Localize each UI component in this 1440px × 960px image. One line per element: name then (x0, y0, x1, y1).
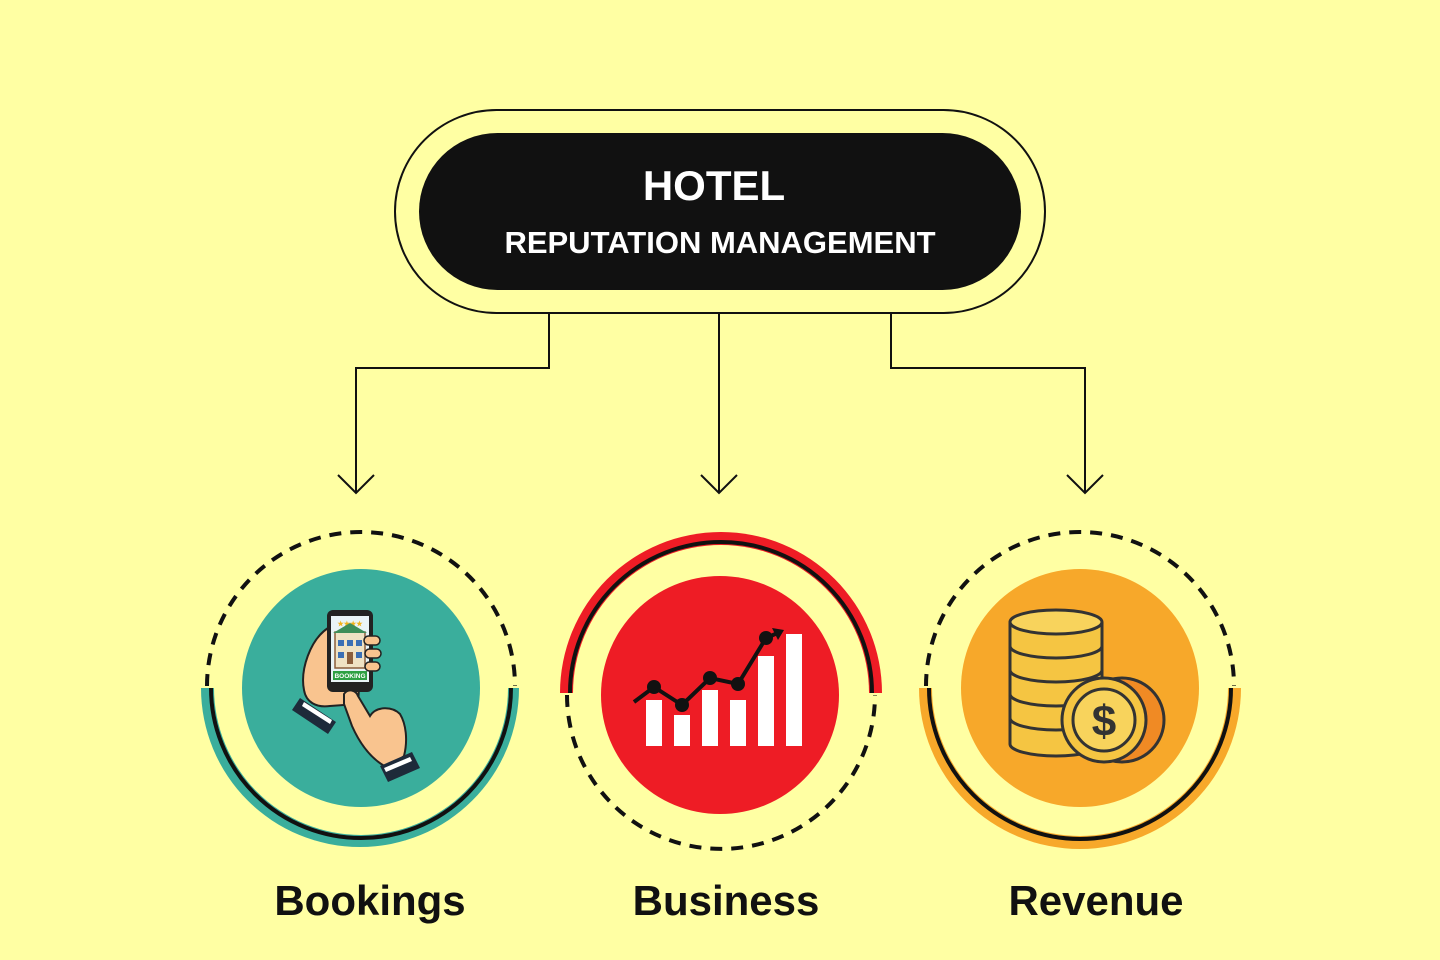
inner-black-arc (209, 687, 513, 840)
business-circle (601, 576, 839, 814)
inner-black-arc (568, 540, 874, 694)
connector-revenue (890, 314, 1086, 493)
dollar-sign: $ (1092, 697, 1116, 746)
node-revenue: $ Revenue (919, 530, 1241, 924)
connector-bookings (355, 314, 550, 493)
arrow-head-icon (700, 474, 738, 495)
header-subtitle: REPUTATION MANAGEMENT (504, 225, 935, 260)
dashed-arc-top (205, 530, 517, 687)
arrow-head-icon (337, 474, 375, 495)
label-business: Business (633, 877, 820, 924)
header-outer-ring (394, 109, 1046, 314)
growth-chart-icon (632, 628, 802, 746)
dashed-arc-top (924, 530, 1236, 687)
node-bookings: ★★★★ BOOKING Bookings (201, 530, 519, 924)
phone-booking-icon: ★★★★ BOOKING (292, 610, 420, 782)
dashed-arc-bottom (565, 694, 877, 851)
node-business: Business (560, 532, 882, 924)
inner-black-arc (927, 687, 1233, 841)
label-revenue: Revenue (1008, 877, 1183, 924)
booking-badge: BOOKING (334, 673, 365, 680)
arrow-head-icon (1066, 474, 1104, 495)
connectors (337, 314, 1104, 495)
label-bookings: Bookings (274, 877, 465, 924)
header-block: HOTEL REPUTATION MANAGEMENT (394, 109, 1046, 314)
coins-dollar-icon: $ (1008, 608, 1166, 764)
header-title: HOTEL (643, 162, 785, 209)
header-pill (419, 133, 1021, 290)
